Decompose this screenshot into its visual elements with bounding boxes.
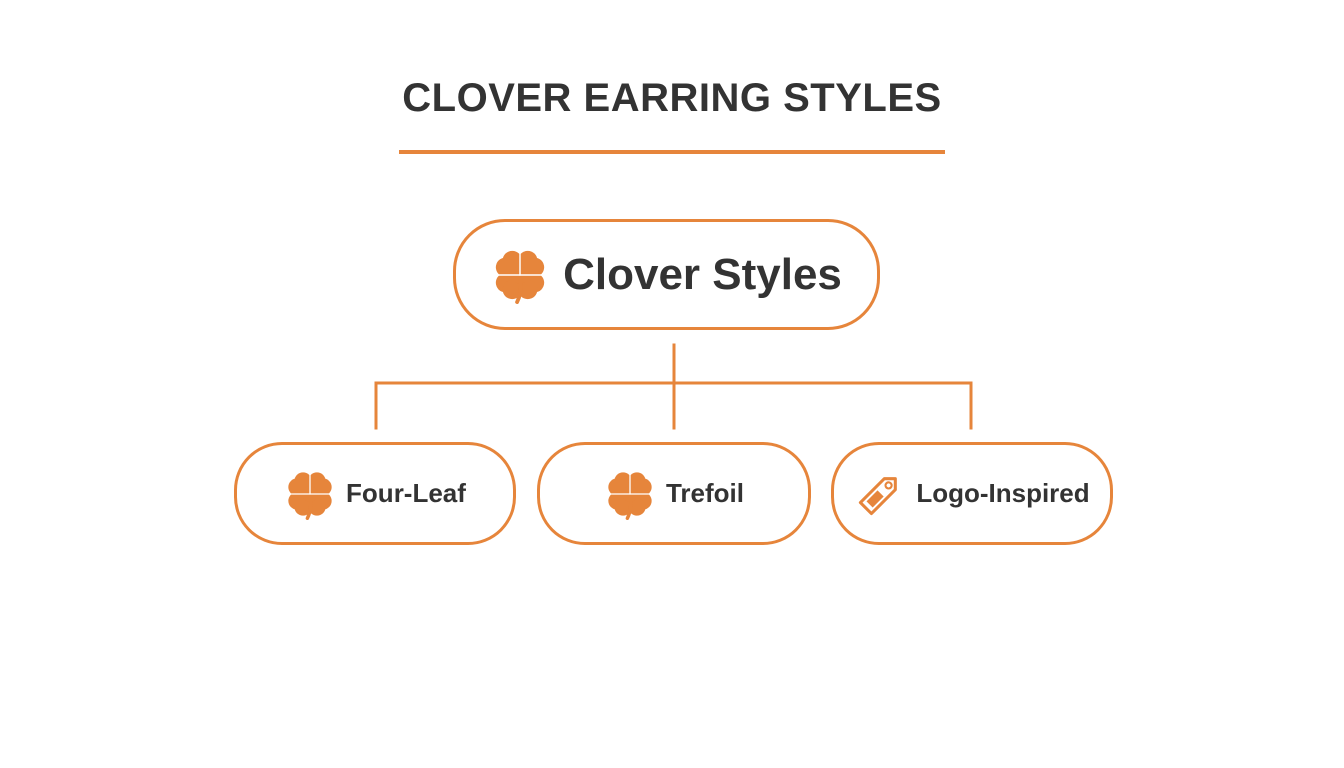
child-node-label: Logo-Inspired	[916, 478, 1090, 508]
child-node-label: Four-Leaf	[346, 478, 466, 508]
four-leaf-clover-icon	[604, 468, 656, 520]
child-node-trefoil: Trefoil	[537, 442, 811, 545]
four-leaf-clover-icon	[491, 246, 549, 304]
root-node-label: Clover Styles	[563, 249, 842, 299]
child-node-four-leaf: Four-Leaf	[234, 442, 516, 545]
title-underline	[399, 150, 945, 154]
child-node-label: Trefoil	[665, 478, 744, 508]
diagram-title: CLOVER EARRING STYLES	[402, 76, 942, 120]
price-tag-icon	[854, 468, 906, 520]
root-node-clover-styles: Clover Styles	[453, 219, 880, 330]
four-leaf-clover-icon	[284, 468, 336, 520]
child-node-logo-inspired: Logo-Inspired	[831, 442, 1113, 545]
